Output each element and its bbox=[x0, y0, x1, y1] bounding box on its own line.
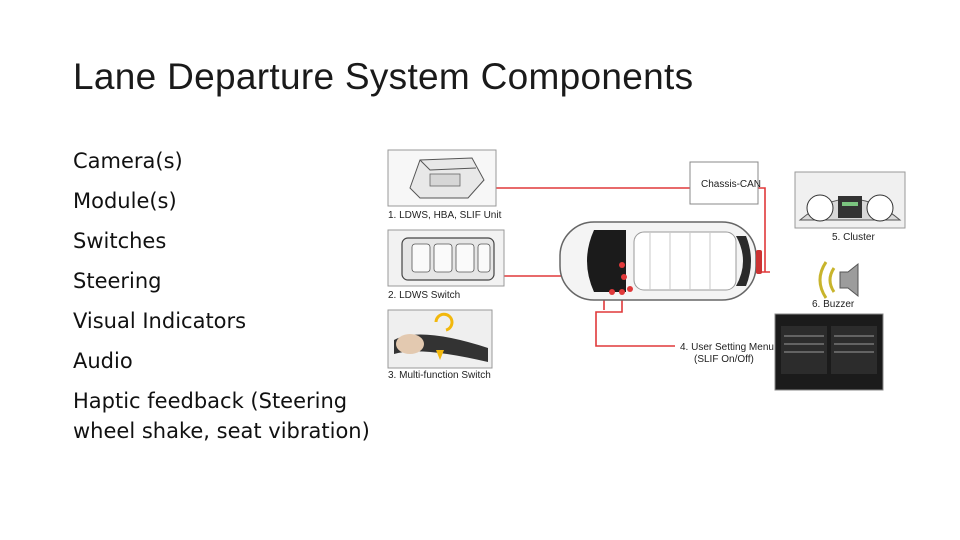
component-diagram: 1. LDWS, HBA, SLIF Unit 2. LDWS Switch 3… bbox=[387, 149, 906, 391]
ldws-switch-image bbox=[387, 229, 505, 287]
buzzer-icon bbox=[818, 261, 859, 299]
chassis-can-box bbox=[689, 161, 759, 205]
list-item: Haptic feedback (Steering wheel shake, s… bbox=[73, 389, 370, 443]
caption-user-menu: 4. User Setting Menu bbox=[680, 342, 774, 353]
component-list: Camera(s) Module(s) Switches Steering Vi… bbox=[73, 146, 373, 456]
vehicle-top-view bbox=[559, 221, 762, 301]
caption-cluster: 5. Cluster bbox=[832, 232, 875, 243]
list-item: Visual Indicators bbox=[73, 309, 247, 333]
ldws-unit-image bbox=[387, 149, 497, 207]
list-item: Audio bbox=[73, 349, 133, 373]
list-item: Steering bbox=[73, 269, 162, 293]
user-setting-menu-image bbox=[774, 313, 884, 391]
caption-buzzer: 6. Buzzer bbox=[812, 299, 855, 310]
list-item: Camera(s) bbox=[73, 149, 183, 173]
multifunction-switch-image bbox=[387, 309, 493, 369]
cluster-image bbox=[794, 171, 906, 229]
caption-ldws-unit: 1. LDWS, HBA, SLIF Unit bbox=[388, 210, 502, 221]
caption-user-menu-sub: (SLIF On/Off) bbox=[694, 354, 754, 365]
caption-multifunction: 3. Multi-function Switch bbox=[388, 370, 491, 381]
chassis-can-label: Chassis-CAN bbox=[701, 179, 761, 190]
list-item: Switches bbox=[73, 229, 167, 253]
caption-ldws-switch: 2. LDWS Switch bbox=[388, 290, 460, 301]
slide-title: Lane Departure System Components bbox=[73, 56, 694, 97]
list-item: Module(s) bbox=[73, 189, 177, 213]
